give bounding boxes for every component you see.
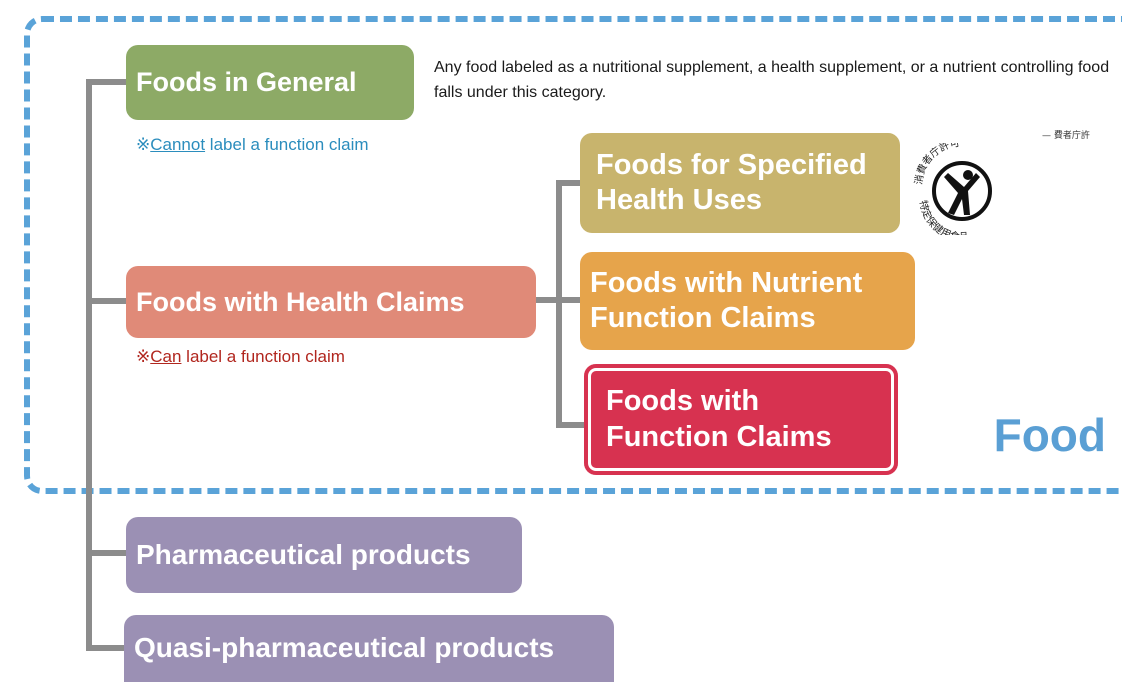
quasi-pharmaceutical-products-box: Quasi-pharmaceutical products [124,615,614,682]
note-keyword: Cannot [150,135,206,154]
general-description: Any food labeled as a nutritional supple… [434,59,1110,101]
note-keyword: Can [150,347,182,366]
foods-in-general-box: Foods in General [126,45,414,120]
branch-quasi-line [86,645,126,651]
food-region-border [24,16,1122,494]
general-function-note: ※Cannot label a function claim [136,135,369,155]
sub-branch-fosh-line [556,180,582,186]
health-function-note: ※Can label a function claim [136,347,345,367]
health-to-sub-line [534,297,560,303]
food-region-label: Food [993,409,1106,461]
main-trunk-line [86,80,92,650]
note-rest: label a function claim [181,347,345,366]
foods-with-nutrient-function-claims-box: Foods with Nutrient Function Claims [580,252,915,350]
function-line1: Foods with [606,385,760,418]
foods-in-general-label: Foods in General [136,67,357,98]
quasi-pharmaceutical-products-label: Quasi-pharmaceutical products [134,632,555,664]
foods-with-health-claims-box: Foods with Health Claims [126,266,536,338]
pharmaceutical-products-box: Pharmaceutical products [126,517,522,593]
sub-branch-nutrient-line [556,297,582,303]
sub-trunk-line [556,180,562,428]
pharmaceutical-products-label: Pharmaceutical products [136,538,471,570]
fosh-line1: Foods for Specified [596,148,867,181]
note-mark: ※ [136,135,151,154]
fosh-line2: Health Uses [596,184,763,216]
branch-pharma-line [86,550,128,556]
foshu-seal-icon: 消費者庁許可 特定保健用食品 [912,143,992,235]
foods-with-health-claims-label: Foods with Health Claims [136,286,465,317]
branch-health-line [86,298,128,304]
nutrient-line1: Foods with Nutrient [590,266,863,299]
function-line2: Function Claims [606,420,832,453]
note-mark: ※ [136,347,151,366]
sub-branch-function-line [556,422,586,428]
nutrient-line2: Function Claims [590,302,816,334]
foods-for-specified-health-uses-box: Foods for Specified Health Uses [580,133,900,233]
note-rest: label a function claim [205,135,369,154]
foods-with-function-claims-box: Foods with Function Claims [584,364,898,475]
seal-partial-text: — 費者庁許 [1042,131,1090,141]
branch-general-line [86,79,128,85]
